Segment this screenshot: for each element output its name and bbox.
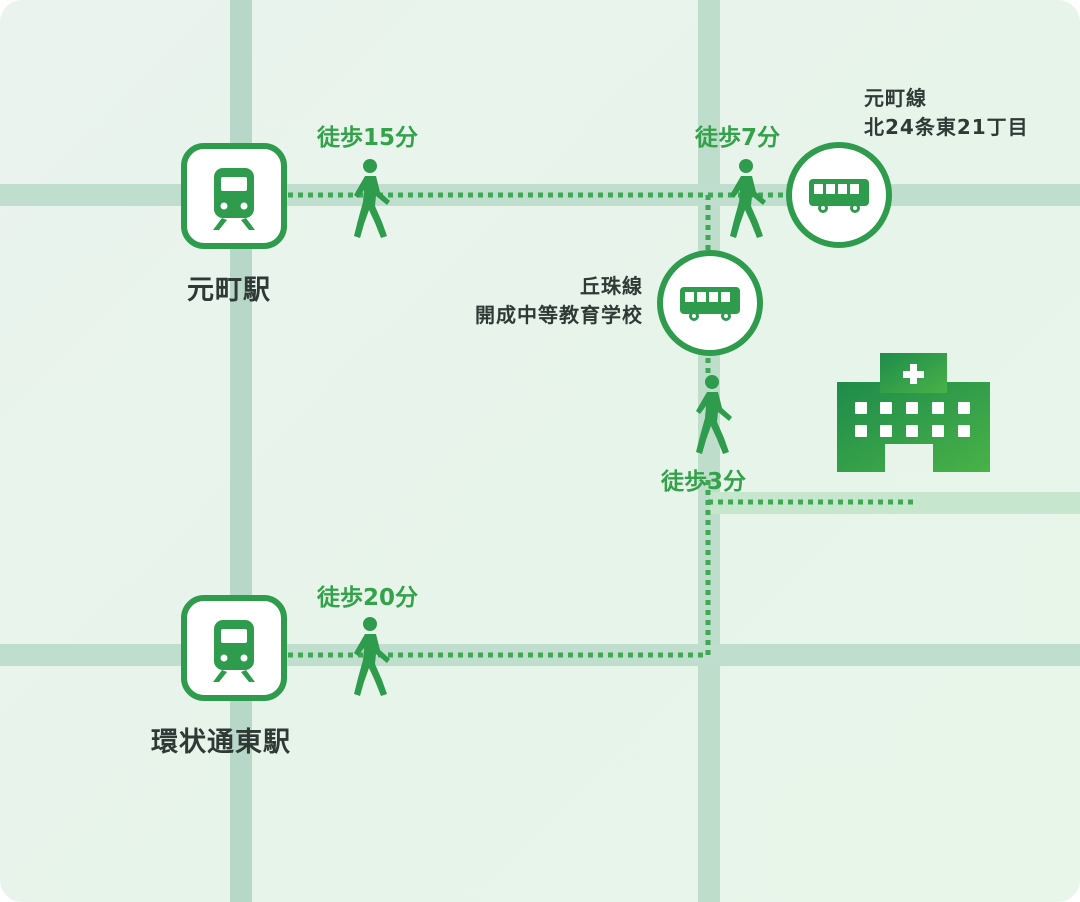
bus-stop-label-kita24jo: 元町線 北24条東21丁目 bbox=[864, 84, 1029, 142]
station-motomachi bbox=[181, 143, 287, 249]
train-icon bbox=[213, 620, 255, 682]
walk-label-15min: 徒歩15分 bbox=[317, 125, 419, 151]
bus-stop-name: 開成中等教育学校 bbox=[475, 303, 643, 327]
bus-line-name: 元町線 bbox=[864, 86, 927, 110]
walk-label-7min: 徒歩7分 bbox=[695, 125, 781, 151]
bus-stop-kita24jo bbox=[786, 142, 892, 248]
bus-stop-label-kaisei: 丘珠線 開成中等教育学校 bbox=[475, 272, 643, 330]
station-name-kanjo-dori-higashi: 環状通東駅 bbox=[151, 727, 291, 758]
bus-icon bbox=[680, 287, 740, 321]
walk-label-20min: 徒歩20分 bbox=[317, 585, 419, 611]
walk-label-3min: 徒歩3分 bbox=[661, 469, 747, 495]
bus-line-name: 丘珠線 bbox=[580, 274, 643, 298]
road-vertical-left bbox=[230, 0, 252, 902]
bus-icon bbox=[809, 179, 869, 213]
bus-stop-kaisei bbox=[657, 250, 763, 356]
road-horizontal-hospital bbox=[710, 492, 1080, 514]
station-kanjo-dori-higashi bbox=[181, 595, 287, 701]
station-name-motomachi: 元町駅 bbox=[187, 275, 271, 306]
road-vertical-right bbox=[698, 0, 720, 902]
hospital-icon bbox=[837, 353, 990, 472]
train-icon bbox=[213, 168, 255, 230]
bus-stop-name: 北24条東21丁目 bbox=[864, 115, 1029, 139]
